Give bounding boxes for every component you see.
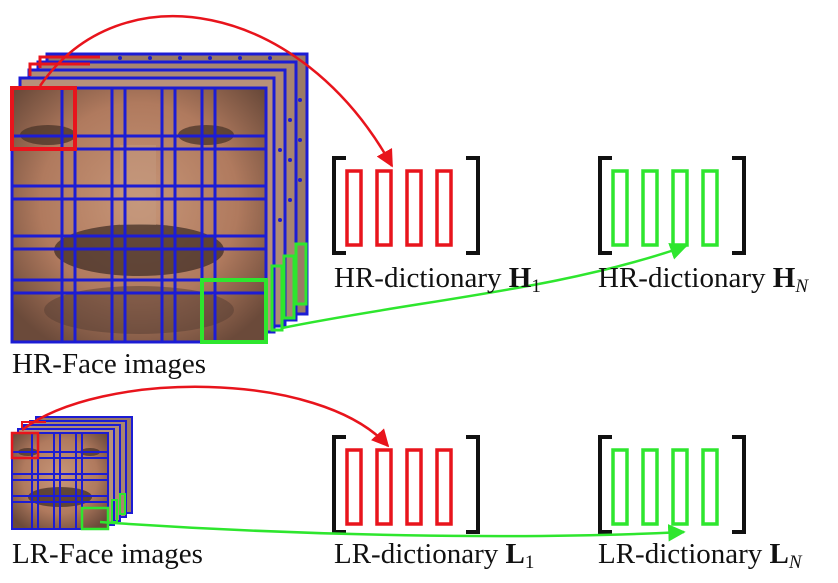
hr-dictionary-1-label: HR-dictionary H1 — [334, 262, 541, 297]
bracket-left — [332, 435, 346, 534]
atom-column — [345, 169, 453, 247]
bracket-left — [598, 156, 612, 255]
hr-first-patch — [10, 55, 100, 151]
lr-first-patch-arrow — [21, 385, 390, 448]
hr-dictionary-1 — [332, 156, 480, 255]
hr-face-images-label: HR-Face images — [12, 348, 207, 380]
hr-last-patch — [200, 242, 308, 344]
bracket-right — [732, 435, 746, 534]
bracket-left — [332, 156, 346, 255]
label-symbol: L — [769, 538, 789, 570]
bracket-right — [732, 156, 746, 255]
label-subscript: 1 — [531, 276, 541, 297]
lr-face-stack — [10, 416, 133, 531]
bracket-left — [598, 435, 612, 534]
hr-dictionary-n — [598, 156, 746, 255]
hr-face-stack — [10, 52, 309, 344]
label-subscript: 1 — [524, 552, 535, 573]
label-text: LR-dictionary — [334, 538, 506, 570]
hr-last-patch-arrow — [281, 242, 688, 330]
label-text: LR-dictionary — [598, 538, 770, 570]
bracket-right — [466, 156, 480, 255]
atom-column — [611, 169, 719, 247]
hr-patch-grid — [10, 86, 268, 344]
lr-dictionary-1 — [332, 435, 480, 534]
atom-column — [611, 448, 719, 526]
lr-first-patch — [10, 421, 46, 460]
atom-column — [345, 448, 453, 526]
bracket-right — [466, 435, 480, 534]
lr-dictionary-n — [598, 435, 746, 534]
label-subscript: N — [788, 552, 802, 573]
hr-dictionary-n-label: HR-dictionary HN — [598, 262, 808, 297]
label-text: HR-dictionary — [334, 262, 509, 294]
label-symbol: H — [508, 262, 532, 294]
lr-face-images-label: LR-Face images — [12, 538, 203, 570]
label-symbol: H — [772, 262, 796, 294]
label-subscript: N — [795, 276, 809, 297]
label-symbol: L — [505, 538, 525, 570]
label-text: HR-dictionary — [598, 262, 773, 294]
hr-first-patch-arrow — [38, 15, 394, 168]
lr-last-patch-arrow — [99, 520, 686, 542]
hr-front-face — [12, 88, 266, 342]
lr-dictionary-n-label: LR-dictionary LN — [598, 538, 802, 573]
lr-dictionary-1-label: LR-dictionary L1 — [334, 538, 534, 573]
